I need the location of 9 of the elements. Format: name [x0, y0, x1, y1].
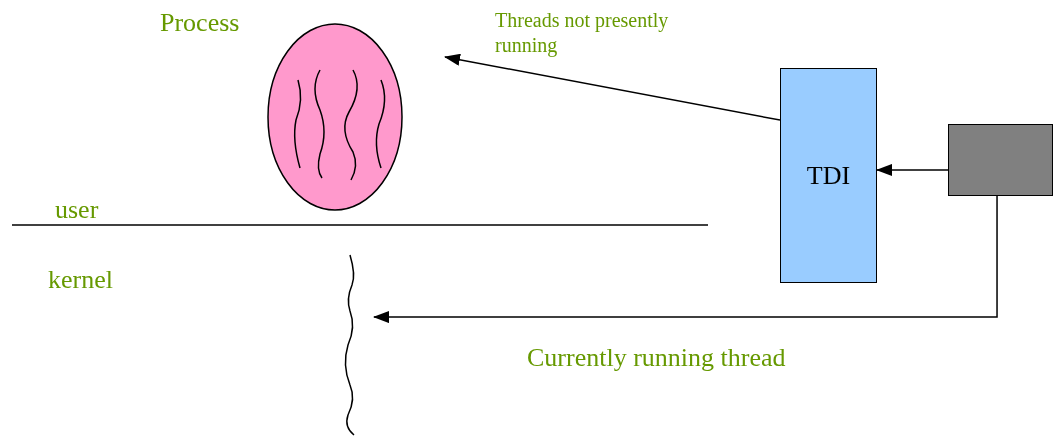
- edge-label: Currently running thread: [527, 342, 787, 374]
- edge-label: Threads not presently running: [495, 8, 670, 58]
- arrow: [876, 163, 949, 176]
- arrow: [444, 53, 781, 121]
- region-label: user: [55, 194, 99, 226]
- interface-box: TDI: [780, 68, 877, 283]
- node-heading: Process: [160, 8, 240, 38]
- region-label: kernel: [48, 264, 113, 296]
- arrow: [373, 195, 998, 324]
